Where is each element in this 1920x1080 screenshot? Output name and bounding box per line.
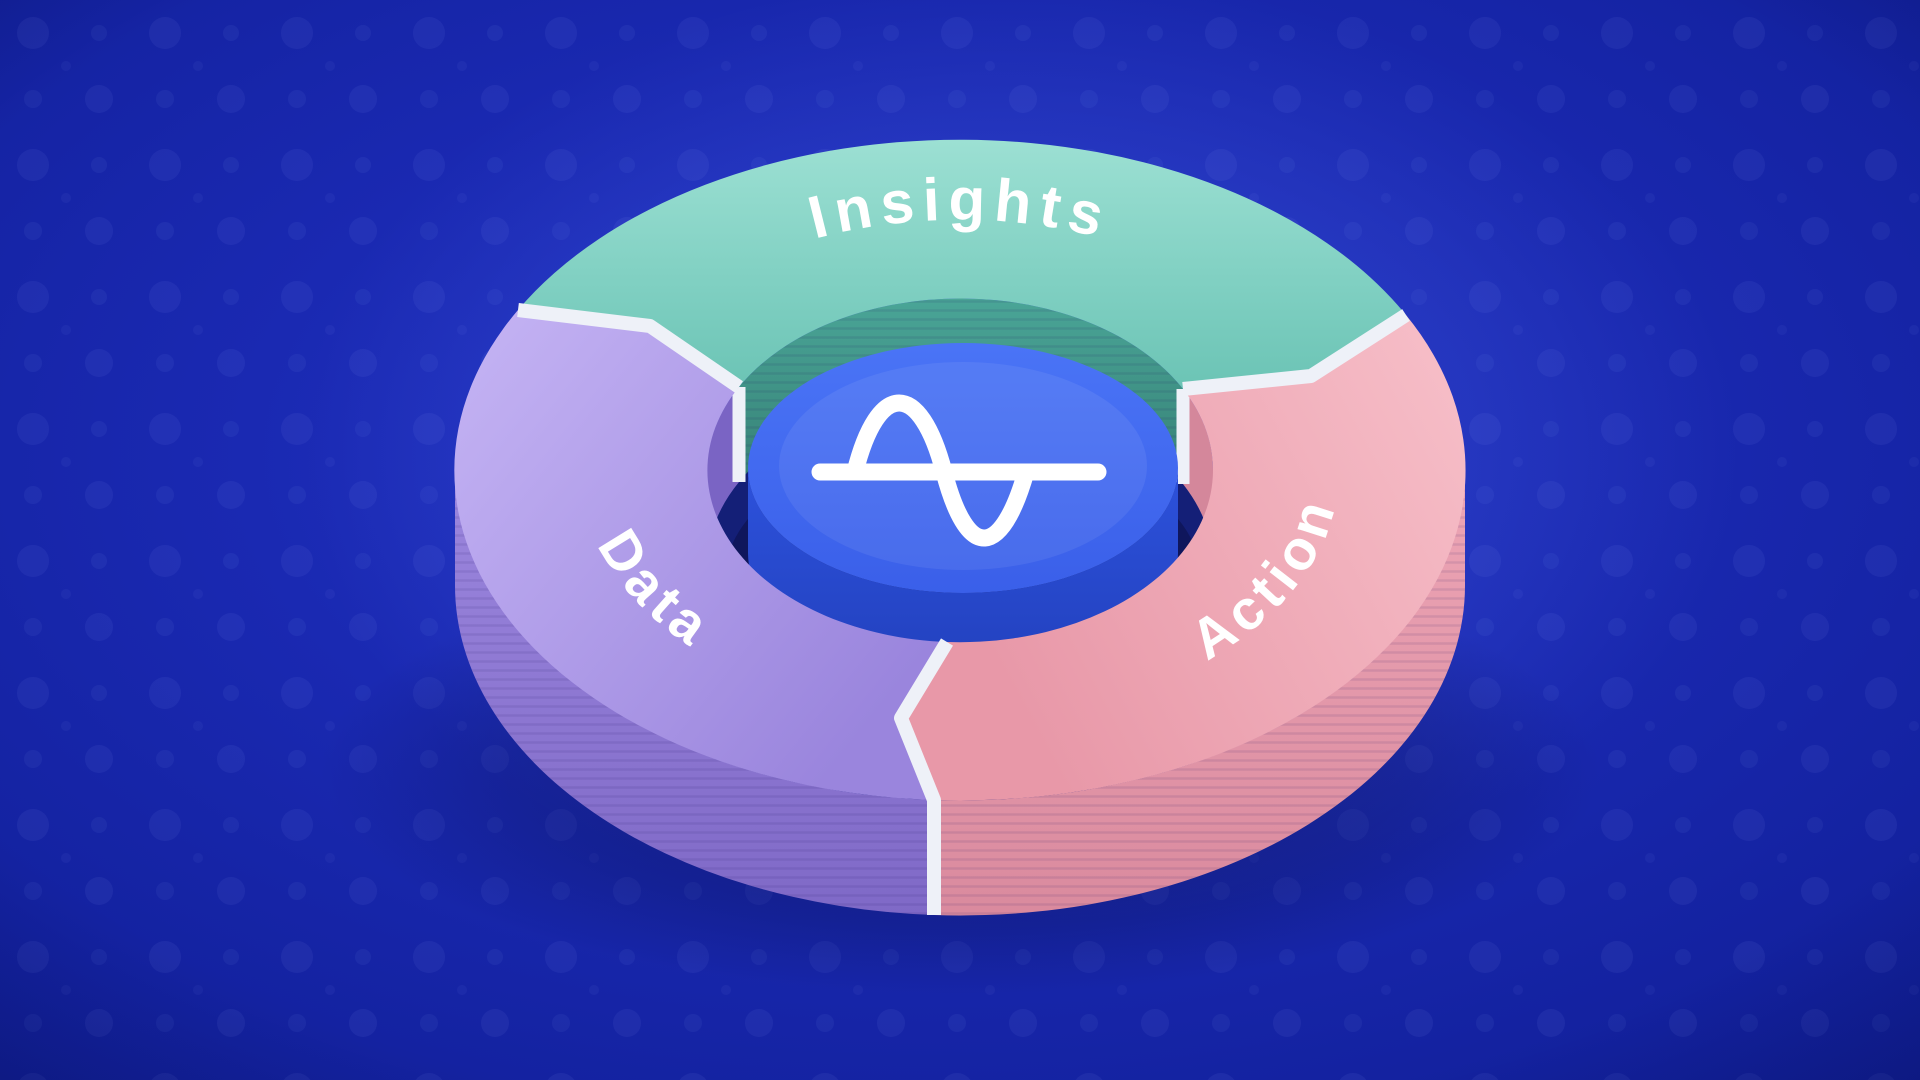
ring-segment-insights [518, 139, 1406, 389]
divider-action-data [894, 638, 953, 915]
divider-insights-action [1182, 309, 1410, 396]
divider-data-insights [517, 303, 743, 393]
ring-segment-data [454, 310, 947, 800]
logo-wave [846, 394, 1035, 547]
inner-divider-lines [732, 387, 1190, 484]
segment-dividers [517, 303, 1410, 915]
ring-outer-walls [454, 470, 1466, 916]
amplitude-logo-icon [811, 394, 1107, 547]
ring-top-faces [454, 139, 1466, 801]
action-segment-wall-ridges [934, 470, 1466, 916]
ring-segment-action [901, 315, 1466, 801]
data-segment-wall-ridges [454, 470, 934, 915]
